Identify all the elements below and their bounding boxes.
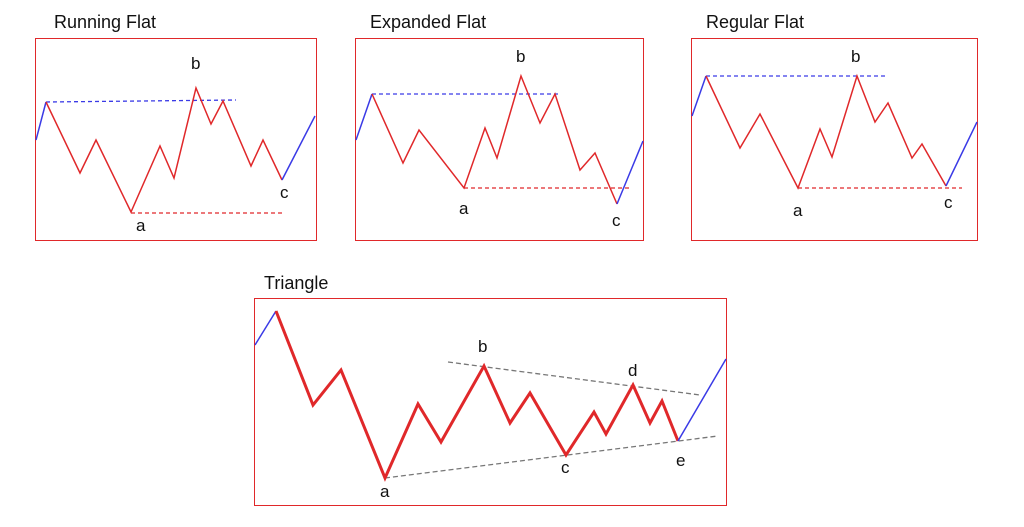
regular-flat-diagram: b a c (691, 47, 978, 220)
regular-flat-leadin-line (691, 75, 707, 117)
triangle-wave-line (274, 310, 680, 482)
triangle-leadin-line (254, 310, 277, 346)
triangle-lower-trendline (384, 435, 719, 479)
expanded-flat-leadin-line (355, 93, 373, 141)
expanded-flat-diagram: b a c (355, 47, 644, 230)
running-flat-diagram: b a c (35, 54, 316, 235)
regular-flat-label-c: c (944, 193, 953, 212)
triangle-upper-trendline (447, 361, 701, 396)
triangle-label-a: a (380, 482, 390, 501)
expanded-flat-panel (355, 38, 644, 241)
triangle-label-c: c (561, 458, 570, 477)
expanded-flat-label-a: a (459, 199, 469, 218)
expanded-flat-label-c: c (612, 211, 621, 230)
triangle-label-e: e (676, 451, 685, 470)
panel-title-expanded: Expanded Flat (370, 12, 487, 32)
regular-flat-label-a: a (793, 201, 803, 220)
running-flat-label-c: c (280, 183, 289, 202)
expanded-flat-wave-line (371, 73, 618, 205)
running-flat-panel (35, 38, 317, 241)
running-flat-leadin-line (35, 101, 47, 141)
running-flat-blue-dashed-line (45, 99, 237, 103)
panel-title-regular: Regular Flat (706, 12, 805, 32)
running-flat-exit-line (281, 115, 316, 181)
running-flat-label-a: a (136, 216, 146, 235)
expanded-flat-label-b: b (516, 47, 525, 66)
triangle-exit-line (677, 358, 727, 442)
regular-flat-exit-line (945, 121, 978, 187)
regular-flat-panel (691, 38, 978, 241)
panel-title-triangle: Triangle (264, 273, 329, 293)
panel-title-running: Running Flat (54, 12, 157, 32)
running-flat-wave-line (45, 85, 283, 214)
triangle-label-b: b (478, 337, 487, 356)
triangle-label-d: d (628, 361, 637, 380)
triangle-diagram: b d a c e (254, 310, 727, 501)
running-flat-label-b: b (191, 54, 200, 73)
expanded-flat-exit-line (616, 140, 644, 205)
regular-flat-wave-line (705, 73, 947, 190)
triangle-panel (254, 298, 727, 506)
regular-flat-label-b: b (851, 47, 860, 66)
